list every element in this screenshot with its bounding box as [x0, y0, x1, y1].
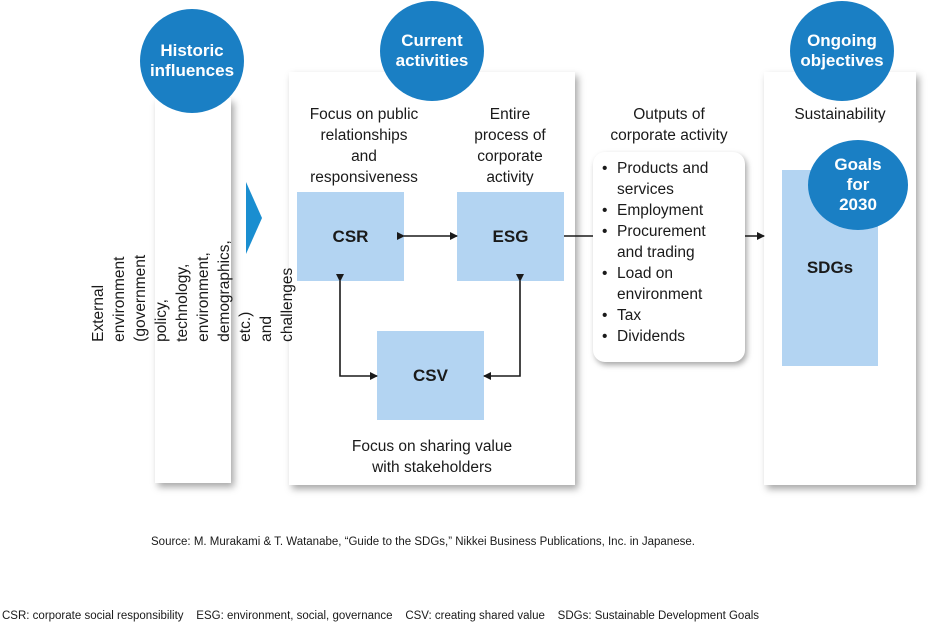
output-item: Products and services — [602, 158, 745, 200]
csv-caption: Focus on sharing value with stakeholders — [351, 438, 513, 476]
goals-2030-circle: Goals for 2030 — [808, 140, 908, 230]
outputs-list-box: Products and services Employment Procure… — [593, 152, 745, 362]
ongoing-objectives-circle: Ongoing objectives — [790, 1, 894, 101]
historic-panel — [155, 98, 231, 483]
abbreviations-note: CSR: corporate social responsibility ESG… — [2, 610, 760, 622]
historic-influences-circle: Historic influences — [140, 9, 244, 113]
csv-box: CSV — [377, 331, 484, 420]
outputs-title: Outputs of corporate activity — [610, 106, 728, 144]
esg-caption: Entire process of corporate activity — [474, 106, 546, 186]
outputs-list: Products and services Employment Procure… — [593, 152, 745, 347]
source-note: Source: M. Murakami & T. Watanabe, “Guid… — [151, 536, 695, 548]
csr-csv-arrow — [336, 274, 378, 380]
output-item: Load on environment — [602, 263, 745, 305]
output-item: Dividends — [602, 326, 745, 347]
esg-box: ESG — [457, 192, 564, 281]
output-item: Procurement and trading — [602, 221, 745, 263]
esg-csv-arrow — [483, 274, 524, 380]
flow-chevron-icon — [246, 182, 262, 254]
output-item: Employment — [602, 200, 745, 221]
sustainability-label: Sustainability — [794, 106, 886, 123]
csr-caption: Focus on public relationships and respon… — [309, 106, 419, 186]
current-activities-circle: Current activities — [380, 1, 484, 101]
output-item: Tax — [602, 305, 745, 326]
csr-box: CSR — [297, 192, 404, 281]
